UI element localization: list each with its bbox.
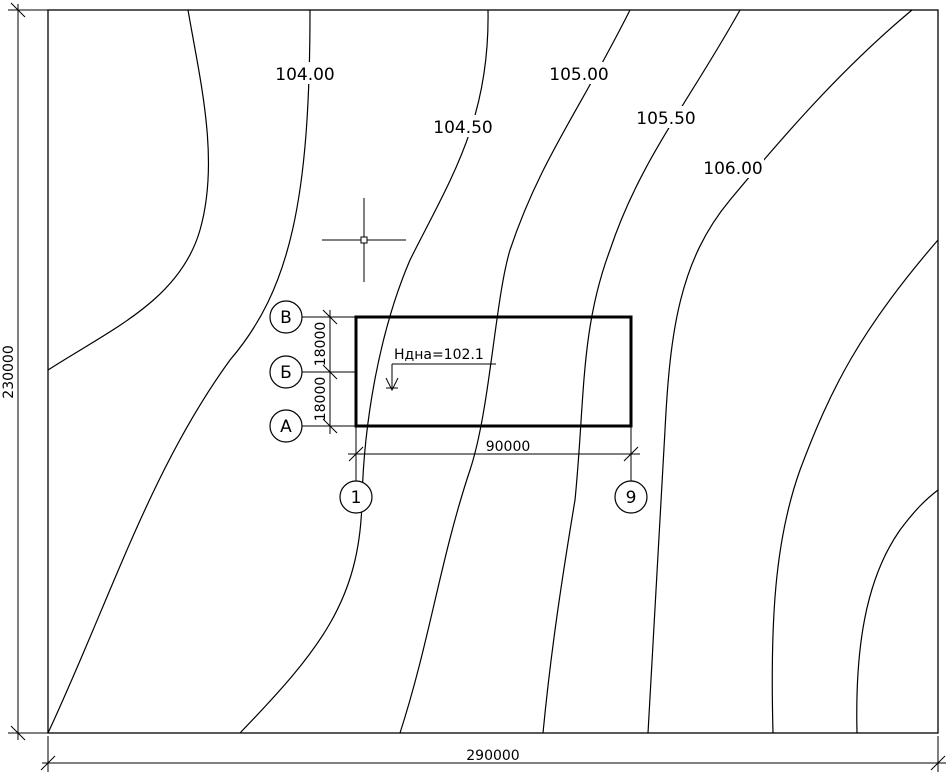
contour-label-104-00: 104.00 [275, 65, 334, 85]
overall-width-label: 290000 [466, 748, 519, 764]
bay-dimension-line [322, 309, 356, 434]
grid-axis-9: 9 [626, 488, 637, 508]
bay-dimension-upper: 18000 [313, 322, 329, 367]
contour-105-00 [399, 9, 631, 734]
grid-axis-numbers [339, 480, 648, 514]
length-dimension-line [348, 426, 640, 482]
contour-label-106-00: 106.00 [703, 159, 762, 179]
contour-label-105-00: 105.00 [549, 65, 608, 85]
contour-106-00 [647, 9, 913, 734]
elevation-callout [385, 363, 496, 392]
grid-axis-a: А [280, 417, 292, 437]
building-outline [354, 315, 633, 428]
contour-104-00 [47, 9, 311, 734]
bay-dimension-lower: 18000 [313, 377, 329, 422]
contour-label-105-50: 105.50 [636, 109, 695, 129]
overall-width-dimension-line [40, 736, 946, 772]
overall-height-label: 230000 [1, 345, 17, 398]
bottom-elevation-label: Hдна=102.1 [394, 347, 484, 363]
grid-axis-v: В [280, 308, 292, 328]
crosshair-marker [322, 198, 406, 282]
contour-left [47, 9, 210, 371]
contour-right-1 [771, 239, 939, 734]
overall-height-dimension-line [8, 2, 48, 741]
grid-axis-letters [269, 300, 322, 443]
grid-axis-b: Б [280, 363, 292, 383]
contour-right-2 [856, 489, 939, 734]
contour-104-50 [239, 9, 489, 734]
site-boundary [47, 9, 939, 734]
grid-axis-1: 1 [351, 488, 362, 508]
building-length-dimension: 90000 [486, 439, 531, 455]
contour-label-104-50: 104.50 [433, 118, 492, 138]
